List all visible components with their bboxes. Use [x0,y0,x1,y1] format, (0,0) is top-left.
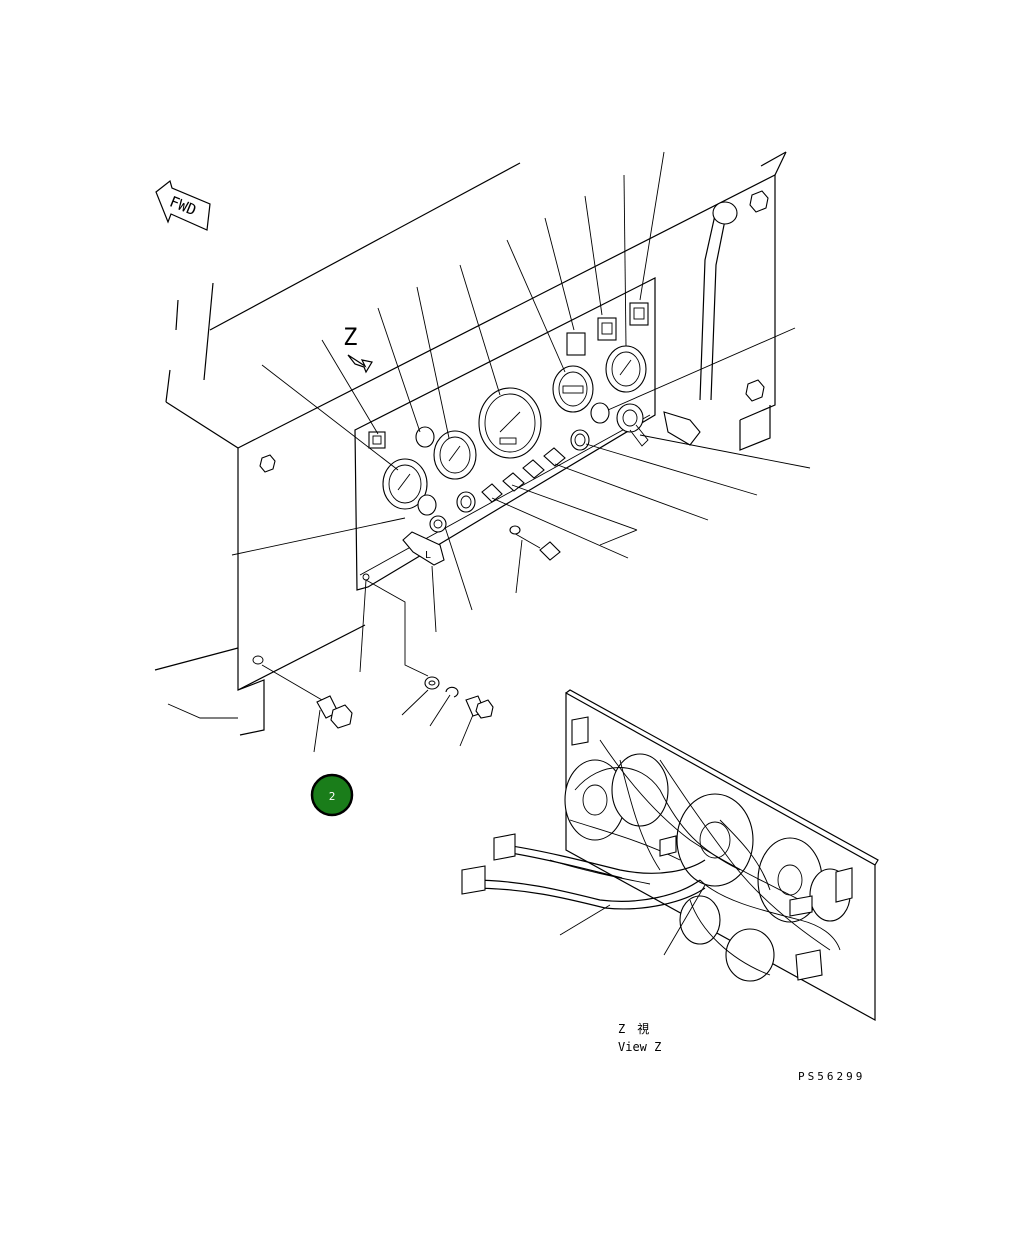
callout-2[interactable]: 2 [310,773,354,817]
view-caption-jp: Z 視 [618,1021,649,1036]
callout-2-label: 2 [329,790,336,803]
throttle-lever [663,201,738,446]
switch-row [481,447,566,561]
key-switch [616,403,649,447]
dashboard-panel [154,151,787,736]
harness-connectors [461,716,853,981]
hour-meter-gauge [552,365,594,413]
fwd-arrow: FWD [155,179,211,231]
gauge-right [605,345,647,393]
view-marker-label: Z [343,323,357,351]
view-caption-en: View Z [618,1040,661,1054]
light-switch-knob: L [402,531,445,566]
view-z-caption: Z 視 View Z [618,1021,661,1054]
gauge-left [382,458,428,510]
bolt-assembly [316,676,494,729]
drawing-number: PS56299 [798,1070,865,1083]
indicator-lamps [368,302,649,533]
gauge-second [433,430,477,480]
speedometer-gauge [478,387,542,459]
view-z-harness-panel [461,689,879,1022]
callout-2-circle [310,773,354,817]
fwd-label: FWD [167,193,199,220]
leader-lines [231,151,811,753]
view-z-marker: Z [343,323,373,374]
svg-text:L: L [425,550,431,561]
